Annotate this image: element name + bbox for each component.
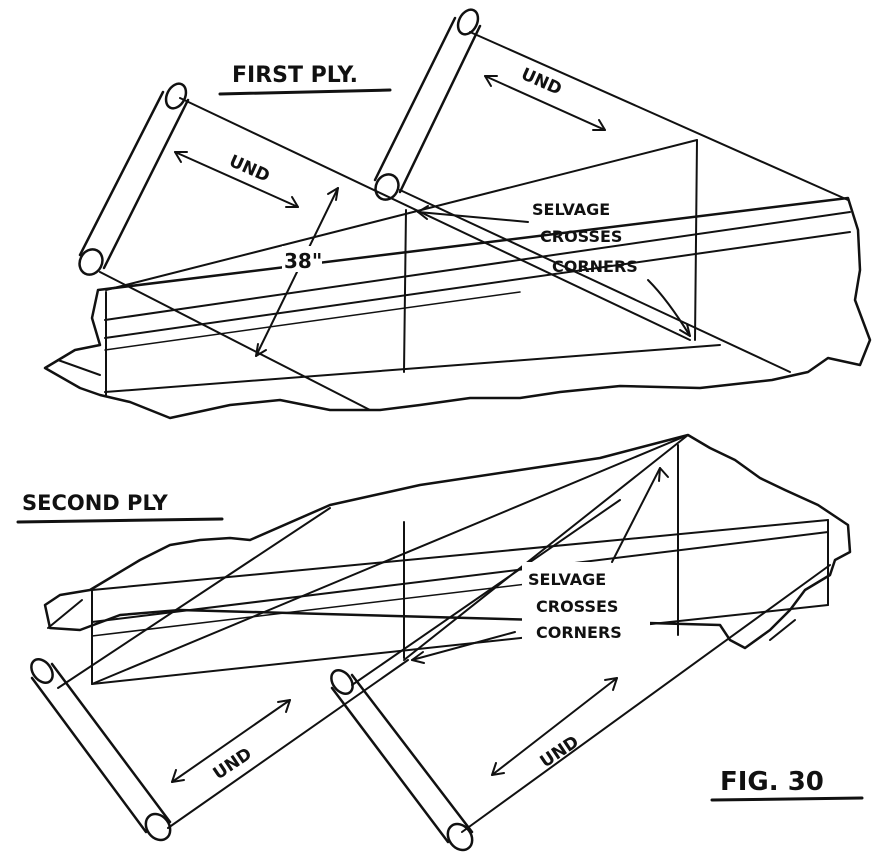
- first-ply-callout-line-1: SELVAGE: [532, 200, 610, 219]
- first-ply-left-sheet-edge-a: [179, 97, 691, 341]
- first-ply-right-roll: [373, 8, 482, 201]
- first-ply-left-und-label: UND: [226, 151, 273, 186]
- second-ply-callout: SELVAGE CROSSES CORNERS: [411, 467, 669, 664]
- second-ply-right-roll: [330, 669, 474, 852]
- second-ply-right-sheet-edge-b: [461, 564, 831, 833]
- first-ply-title: FIRST PLY.: [232, 63, 358, 88]
- second-ply-title-underline: [16, 517, 224, 524]
- first-ply-title-underline: [218, 88, 392, 96]
- second-ply-right-und-label: UND: [537, 732, 583, 772]
- second-ply-right-und-arrow: [491, 677, 618, 776]
- first-ply-edge-tick: [57, 359, 101, 376]
- second-ply-callout-line-2: CROSSES: [536, 597, 618, 616]
- first-ply-right-sheet-edge-a: [469, 31, 849, 201]
- first-ply-group: FIRST PLY.: [43, 8, 872, 420]
- first-ply-base-panel: [43, 196, 872, 420]
- second-ply-left-sheet-edge-a: [57, 507, 331, 689]
- figure-label: FIG. 30: [720, 767, 824, 797]
- first-ply-right-und-arrow: [484, 75, 606, 131]
- figure-label-underline: [710, 796, 864, 802]
- second-ply-line-4: [91, 604, 829, 685]
- first-ply-callout-line-2: CROSSES: [540, 227, 622, 246]
- second-ply-callout-bg: [522, 562, 650, 644]
- second-ply-left-roll: [30, 658, 172, 842]
- first-ply-callout-line-3: CORNERS: [552, 257, 638, 276]
- first-ply-line-4: [104, 344, 721, 393]
- first-ply-callout: SELVAGE CROSSES CORNERS: [417, 200, 691, 337]
- second-ply-right-sheet-edge-a: [351, 499, 621, 686]
- second-ply-title: SECOND PLY: [22, 491, 169, 515]
- second-ply-edge-tick-left: [47, 599, 83, 629]
- first-ply-dimension-bg: [282, 246, 322, 272]
- first-ply-right-sheet-edge-b: [399, 189, 791, 373]
- first-ply-diagonal: [105, 139, 698, 291]
- second-ply-left-sheet-edge-b: [167, 659, 409, 829]
- first-ply-line-2: [104, 231, 851, 339]
- first-ply-left-roll: [78, 82, 190, 276]
- second-ply-callout-line-3: CORNERS: [536, 623, 622, 642]
- first-ply-line-3: [104, 291, 521, 351]
- first-ply-dimension-label: 38": [284, 249, 322, 273]
- second-ply-diagonal-top: [91, 434, 689, 685]
- second-ply-line-1: [91, 519, 829, 591]
- second-ply-line-3: [91, 579, 561, 637]
- first-ply-left-und-arrow: [174, 151, 299, 208]
- second-ply-callout-line-1: SELVAGE: [528, 570, 606, 589]
- second-ply-edge-tick-right: [769, 619, 796, 641]
- second-ply-left-und-arrow: [171, 699, 291, 783]
- first-ply-splice-2: [403, 209, 407, 373]
- first-ply-line-1: [104, 211, 851, 321]
- first-ply-splice-3: [694, 139, 698, 341]
- first-ply-left-sheet-edge-b: [99, 271, 371, 411]
- second-ply-line-2: [91, 531, 829, 623]
- second-ply-diagonal-mid: [403, 434, 689, 661]
